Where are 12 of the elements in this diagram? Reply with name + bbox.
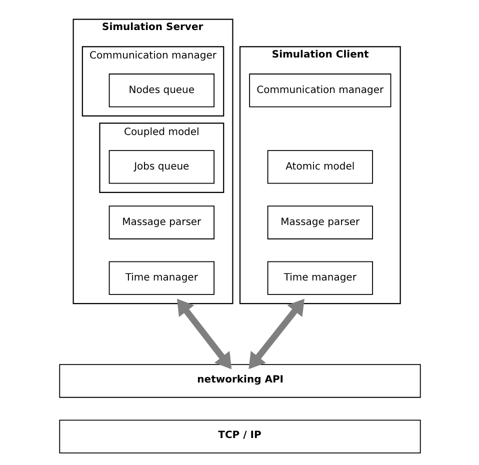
node-box: Nodes queue — [108, 74, 214, 108]
node-box: Massage parser — [108, 206, 214, 240]
node-box: networking API — [58, 364, 420, 398]
arrow — [248, 298, 304, 370]
node-box: Massage parser — [266, 206, 372, 240]
node-box: Time manager — [108, 261, 214, 295]
node-box: Atomic model — [266, 150, 372, 184]
arrow — [176, 298, 232, 370]
node-box: Jobs queue — [108, 150, 214, 184]
node-box: Communication manager — [248, 74, 391, 108]
node-box: TCP / IP — [58, 420, 420, 454]
node-box: Time manager — [266, 261, 372, 295]
